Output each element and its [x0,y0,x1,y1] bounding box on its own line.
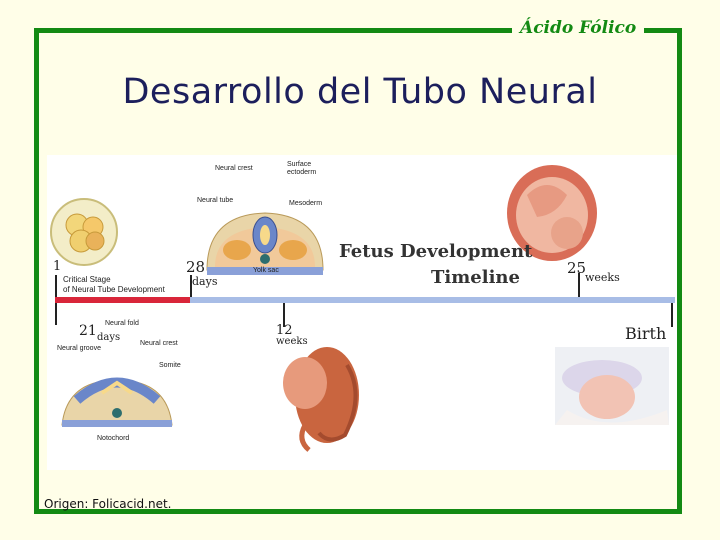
label-neural-groove: Neural groove [57,345,101,352]
marker-day21-unit: days [97,332,121,343]
label-mesoderm: Mesoderm [289,200,323,207]
timeline-bar [55,297,675,303]
label-neural-crest-day28: Neural crest [215,165,253,172]
critical-stage-line2: of Neural Tube Development [63,285,165,294]
label-surface-ectoderm: Surface ectoderm [287,161,317,176]
brand-label: Ácido Fólico [512,16,645,40]
timeline-title-line2: Timeline [431,267,520,288]
source-caption: Origen: Folicacid.net. [44,497,172,511]
critical-stage-line1: Critical Stage [63,275,111,284]
marker-birth: Birth [625,324,667,343]
embryo-week12-illustration [283,347,359,452]
newborn-photo [555,347,669,425]
label-neural-fold: Neural fold [105,320,139,327]
label-neural-crest-day21: Neural crest [140,340,178,347]
fetus-timeline-figure: Fetus Development Timeline 1 Critical St… [47,155,677,470]
cell-illustration [50,198,118,266]
label-notochord: Notochord [97,435,130,442]
timeline-title-line1: Fetus Development [339,241,533,262]
marker-day21: 21 [79,323,97,339]
marker-week12-unit: weeks [276,336,308,347]
slide-frame [34,28,682,514]
label-neural-tube: Neural tube [197,197,234,204]
critical-stage-bar [55,297,190,303]
timeline-illustration [50,165,675,452]
label-somite: Somite [159,362,181,369]
slide-title: Desarrollo del Tubo Neural [122,72,598,112]
marker-week12: 12 [276,323,293,338]
marker-week25-unit: weeks [585,271,620,284]
marker-day28-unit: days [192,275,218,288]
label-yolk-sac: Yolk sac [253,267,279,274]
marker-day28: 28 [186,258,206,276]
fetus-week25-illustration [507,165,597,261]
cross-section-day28 [206,212,324,275]
marker-week25: 25 [567,259,587,277]
marker-day1: 1 [53,259,62,274]
cross-section-day21 [61,377,173,427]
